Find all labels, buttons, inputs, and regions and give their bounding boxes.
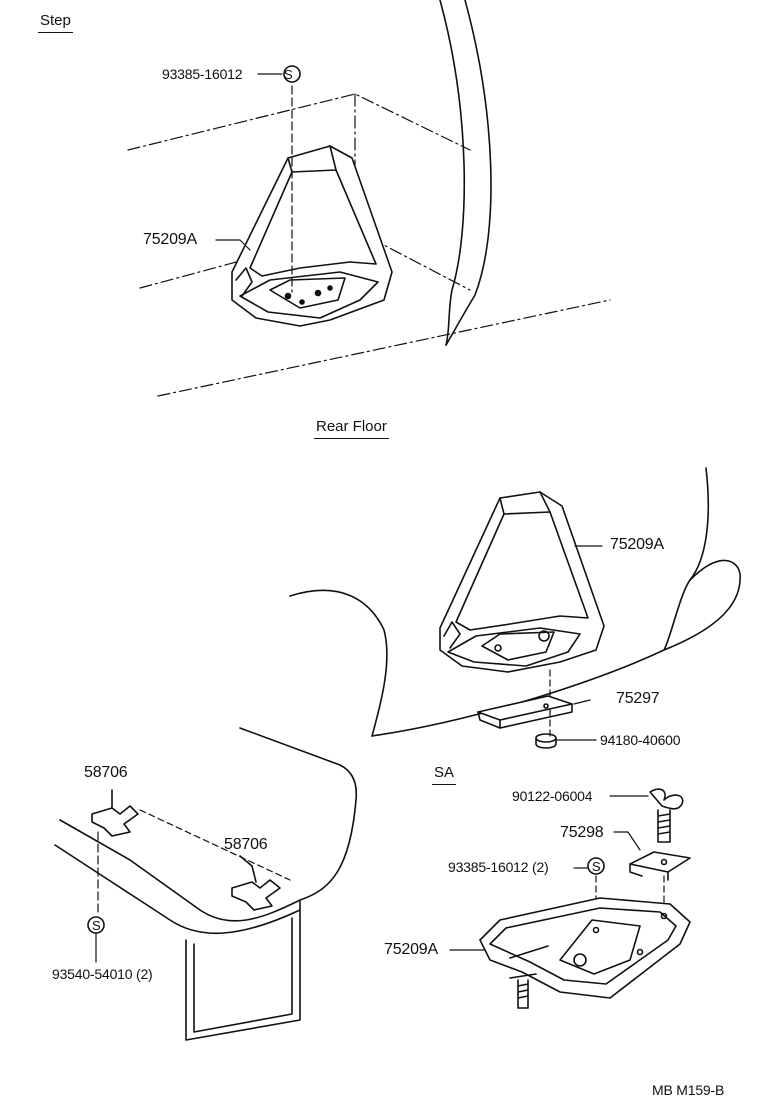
section-title-sa: SA: [431, 764, 457, 785]
part-number-rear-holder: 75209A: [610, 536, 664, 553]
footer-figure-code: MB M159-B: [652, 1082, 725, 1098]
part-number-clip-right: 58706: [224, 836, 268, 853]
section-title-step: Step: [38, 12, 73, 33]
step-symbol-letter: S: [284, 67, 293, 82]
step-holder-drawing: [231, 145, 393, 327]
sa-holder-plate-drawing: [449, 897, 691, 1009]
part-number-step-bolt: 93385-16012: [162, 66, 243, 82]
part-number-sa-bracket: 75298: [560, 824, 604, 841]
clip-area-body-outline: [54, 727, 358, 1041]
rear-bracket-drawing: [477, 695, 591, 729]
clip-symbol-letter: S: [92, 918, 101, 933]
part-number-clip-screw: 93540-54010 (2): [52, 966, 153, 982]
part-number-sa-screw: 93385-16012 (2): [448, 859, 549, 875]
sa-symbol-letter: S: [592, 859, 601, 874]
sa-standard-symbol: [587, 857, 605, 875]
part-number-sa-wing-bolt: 90122-06004: [512, 788, 593, 804]
part-number-rear-bracket: 75297: [616, 690, 660, 707]
rear-nut-drawing: [535, 733, 597, 749]
part-number-step-holder: 75209A: [143, 231, 197, 248]
step-standard-symbol: [283, 65, 301, 83]
step-vehicle-body-outline: [127, 0, 611, 397]
sa-wing-bolt-drawing: [609, 788, 684, 843]
part-number-clip-left: 58706: [84, 764, 128, 781]
clip-left-drawing: [91, 789, 139, 837]
sa-bracket-drawing: [613, 831, 691, 881]
section-title-rear-floor: Rear Floor: [314, 418, 389, 439]
rear-floor-holder-drawing: [439, 491, 605, 673]
part-number-sa-holder: 75209A: [384, 941, 438, 958]
clip-right-drawing: [231, 855, 281, 911]
part-number-rear-nut: 94180-40600: [600, 732, 681, 748]
